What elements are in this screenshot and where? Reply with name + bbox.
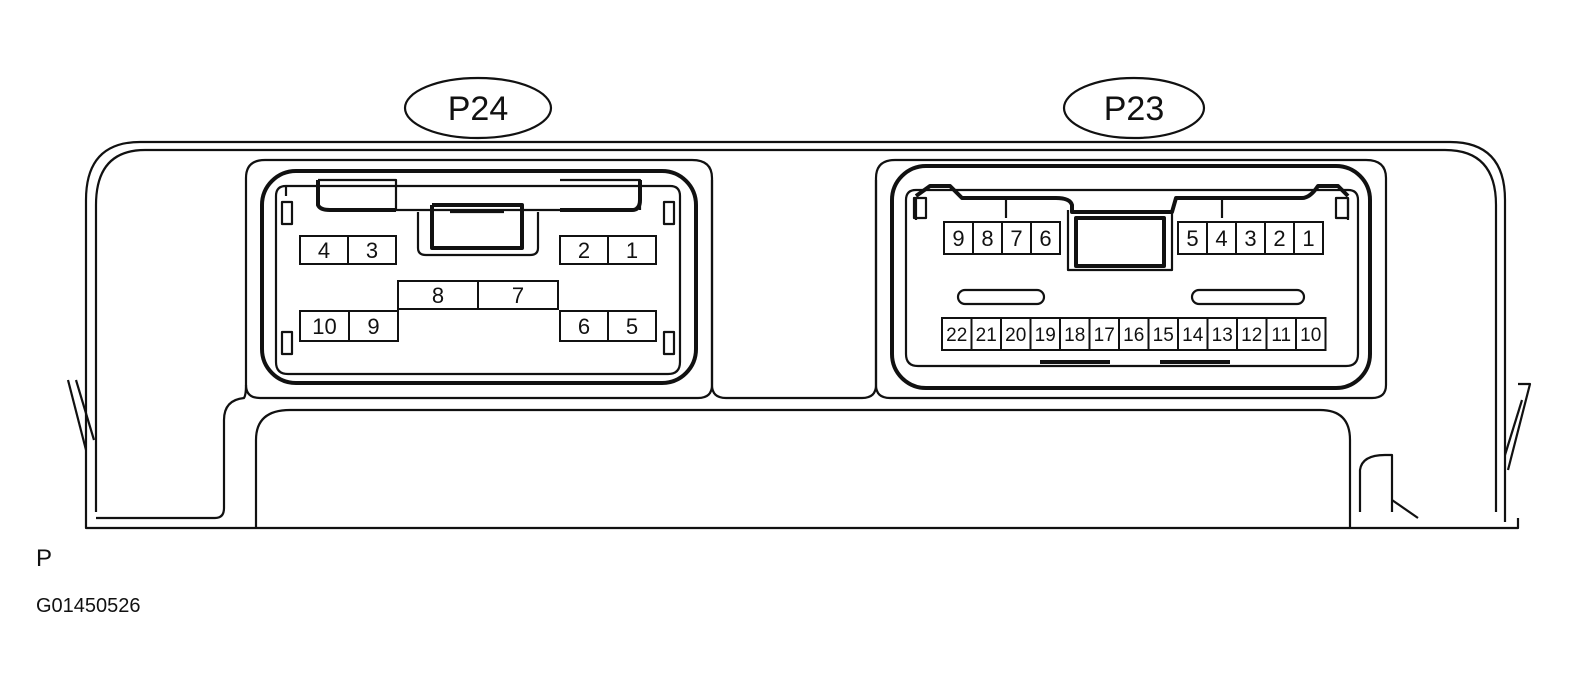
- p24-label: P24: [448, 90, 509, 128]
- p23-pin-label: 2: [1273, 226, 1285, 251]
- p24-pin-label: 10: [312, 314, 336, 339]
- p24-pin-10: 10: [299, 310, 350, 342]
- p24-pin-label: 8: [432, 283, 444, 308]
- p23-pin-label: 10: [1300, 325, 1321, 346]
- p24-pin-6: 6: [559, 310, 609, 342]
- p24-pin-label: 4: [318, 238, 330, 263]
- p23-pin-20: 20: [1000, 317, 1032, 351]
- p23-pin-17: 17: [1088, 317, 1120, 351]
- p24-pin-label: 1: [626, 238, 638, 263]
- p23-pin-9: 9: [943, 221, 974, 255]
- p23-pin-12: 12: [1236, 317, 1268, 351]
- p24-pin-3: 3: [347, 235, 397, 265]
- p23-frame: [874, 158, 1388, 400]
- p24-pin-label: 7: [512, 283, 524, 308]
- p23-pin-8: 8: [972, 221, 1003, 255]
- p23-pin-label: 22: [946, 325, 967, 346]
- p23-latch: [1074, 216, 1166, 268]
- p24-pin-9: 9: [348, 310, 399, 342]
- connector-p24: P24 4 3 2 1 8 7 10 9 6 5: [244, 76, 714, 400]
- p23-pin-label: 16: [1123, 325, 1144, 346]
- p23-pin-7: 7: [1001, 221, 1032, 255]
- p23-slot-left: [956, 288, 1046, 306]
- p23-pin-3: 3: [1235, 221, 1266, 255]
- p23-pin-16: 16: [1118, 317, 1150, 351]
- p23-pin-label: 4: [1215, 226, 1227, 251]
- p24-pin-4: 4: [299, 235, 349, 265]
- p23-face: [890, 164, 1372, 390]
- p23-pin-label: 5: [1186, 226, 1198, 251]
- p23-pin-19: 19: [1029, 317, 1061, 351]
- p24-pin-5: 5: [607, 310, 657, 342]
- p24-frame: [244, 158, 714, 400]
- p23-pin-label: 7: [1010, 226, 1022, 251]
- p23-pin-15: 15: [1147, 317, 1179, 351]
- p24-pin-8: 8: [397, 280, 479, 310]
- p23-label: P23: [1104, 90, 1165, 128]
- p24-pin-label: 2: [578, 238, 590, 263]
- p23-pin-18: 18: [1059, 317, 1091, 351]
- p24-pin-label: 6: [578, 314, 590, 339]
- p23-pin-label: 18: [1064, 325, 1085, 346]
- p23-pin-label: 15: [1153, 325, 1174, 346]
- p23-pin-label: 17: [1094, 325, 1115, 346]
- p23-pin-1: 1: [1293, 221, 1324, 255]
- p24-face: [260, 169, 698, 385]
- p23-pin-2: 2: [1264, 221, 1295, 255]
- p24-latch: [416, 212, 540, 257]
- p23-label-oval: [1062, 76, 1206, 140]
- p24-pin-label: 3: [366, 238, 378, 263]
- p23-pin-label: 6: [1039, 226, 1051, 251]
- p23-slot-right: [1190, 288, 1306, 306]
- p23-pin-5: 5: [1177, 221, 1208, 255]
- p24-label-oval: [403, 76, 553, 140]
- p23-pin-label: 12: [1241, 325, 1262, 346]
- figure-code: G01450526: [36, 595, 141, 617]
- p23-pin-label: 19: [1035, 325, 1056, 346]
- ecu-housing: [66, 140, 1532, 530]
- p23-pin-14: 14: [1177, 317, 1209, 351]
- p23-pin-6: 6: [1030, 221, 1061, 255]
- p23-pin-label: 13: [1212, 325, 1233, 346]
- p24-pin-label: 9: [367, 314, 379, 339]
- p24-pin-group: 4 3 2 1 8 7 10 9 6 5: [299, 235, 657, 342]
- p24-pin-label: 5: [626, 314, 638, 339]
- p24-pin-7: 7: [477, 280, 559, 310]
- p23-pin-11: 11: [1265, 317, 1297, 351]
- p23-pin-label: 14: [1182, 325, 1204, 346]
- p23-pin-10: 10: [1295, 317, 1327, 351]
- p23-pin-21: 21: [970, 317, 1002, 351]
- p23-pin-4: 4: [1206, 221, 1237, 255]
- p24-pin-1: 1: [607, 235, 657, 265]
- p23-pin-label: 11: [1271, 325, 1291, 346]
- p23-pin-label: 21: [976, 325, 997, 346]
- p23-pin-label: 20: [1005, 325, 1026, 346]
- p23-pin-13: 13: [1206, 317, 1238, 351]
- p23-pin-label: 1: [1302, 226, 1314, 251]
- p23-pin-22: 22: [941, 317, 973, 351]
- p23-pin-label: 3: [1244, 226, 1256, 251]
- corner-letter: P: [36, 545, 52, 572]
- p24-pin-2: 2: [559, 235, 609, 265]
- p23-pin-label: 8: [981, 226, 993, 251]
- p23-pin-label: 9: [952, 226, 964, 251]
